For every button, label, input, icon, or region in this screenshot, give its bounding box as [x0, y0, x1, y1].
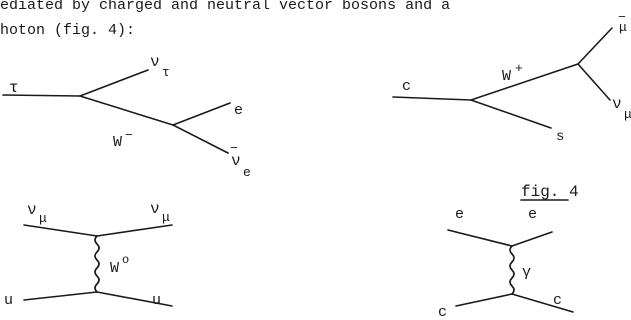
nu-mu-out-subscript: μ — [162, 210, 170, 225]
e-out-label: e — [528, 206, 537, 223]
c-in-label: c — [438, 304, 447, 320]
w-zero-propagator — [94, 235, 100, 293]
w-plus-label: W — [502, 68, 511, 85]
w-zero-superscript: o — [122, 253, 129, 267]
tau-line — [2, 94, 81, 97]
header-line-1: ediated by charged and neutral vector bo… — [0, 0, 450, 14]
charm-line — [392, 96, 472, 101]
c-out-line — [511, 293, 574, 313]
u-out-label: u — [152, 292, 161, 309]
w-minus-line — [79, 95, 174, 126]
nu-tau-line — [79, 69, 149, 97]
nu-mu-out-label: ν — [150, 200, 160, 218]
photon-propagator — [509, 245, 515, 295]
photon-exchange-diagram: e e γ c c — [438, 206, 574, 320]
w-minus-superscript: − — [125, 128, 133, 143]
nu-mu-in-label: ν — [27, 201, 37, 219]
nu-tau-label: ν — [150, 53, 160, 71]
header-line-2: hoton (fig. 4): — [0, 22, 135, 39]
e-in-label: e — [455, 206, 464, 223]
nu-mu-in-line — [23, 224, 98, 237]
charm-label: c — [402, 78, 411, 95]
nu-mu-out-line — [96, 224, 173, 237]
strange-label: s — [556, 129, 564, 145]
w-plus-superscript: + — [515, 61, 523, 76]
neutral-current-diagram: ν μ ν μ W o u u — [4, 200, 173, 309]
antineutrino-e-line — [172, 124, 229, 154]
muon-bar: − — [618, 10, 626, 25]
u-in-label: u — [4, 292, 13, 309]
c-in-line — [455, 293, 513, 307]
nu-mu-line — [577, 63, 611, 101]
tau-decay-diagram: τ ν τ W − e − ν e — [2, 53, 251, 180]
nu-mu-in-subscript: μ — [39, 211, 47, 226]
nu-mu-label: ν — [612, 95, 622, 113]
antineutrino-label: ν — [231, 152, 241, 170]
photon-label: γ — [522, 264, 531, 281]
nu-mu-subscript: μ — [624, 107, 631, 122]
electron-label: e — [234, 102, 243, 119]
w-zero-label: W — [110, 260, 119, 277]
charm-decay-diagram: c W + s ν μ − μ — [392, 10, 631, 145]
tau-label: τ — [9, 79, 19, 97]
muon-line — [577, 27, 613, 65]
figure-label: fig. 4 — [521, 183, 579, 201]
electron-line — [172, 102, 231, 126]
antineutrino-bar: − — [230, 141, 238, 156]
u-out-line — [96, 291, 173, 307]
e-out-line — [511, 231, 553, 247]
w-minus-label: W — [113, 134, 122, 151]
strange-line — [470, 99, 552, 129]
c-out-label: c — [553, 292, 562, 309]
muon-label: μ — [619, 20, 627, 35]
u-in-line — [23, 291, 98, 301]
nu-tau-subscript: τ — [162, 65, 170, 80]
antineutrino-subscript: e — [243, 165, 251, 180]
w-plus-line — [470, 63, 579, 101]
e-in-line — [447, 229, 513, 247]
